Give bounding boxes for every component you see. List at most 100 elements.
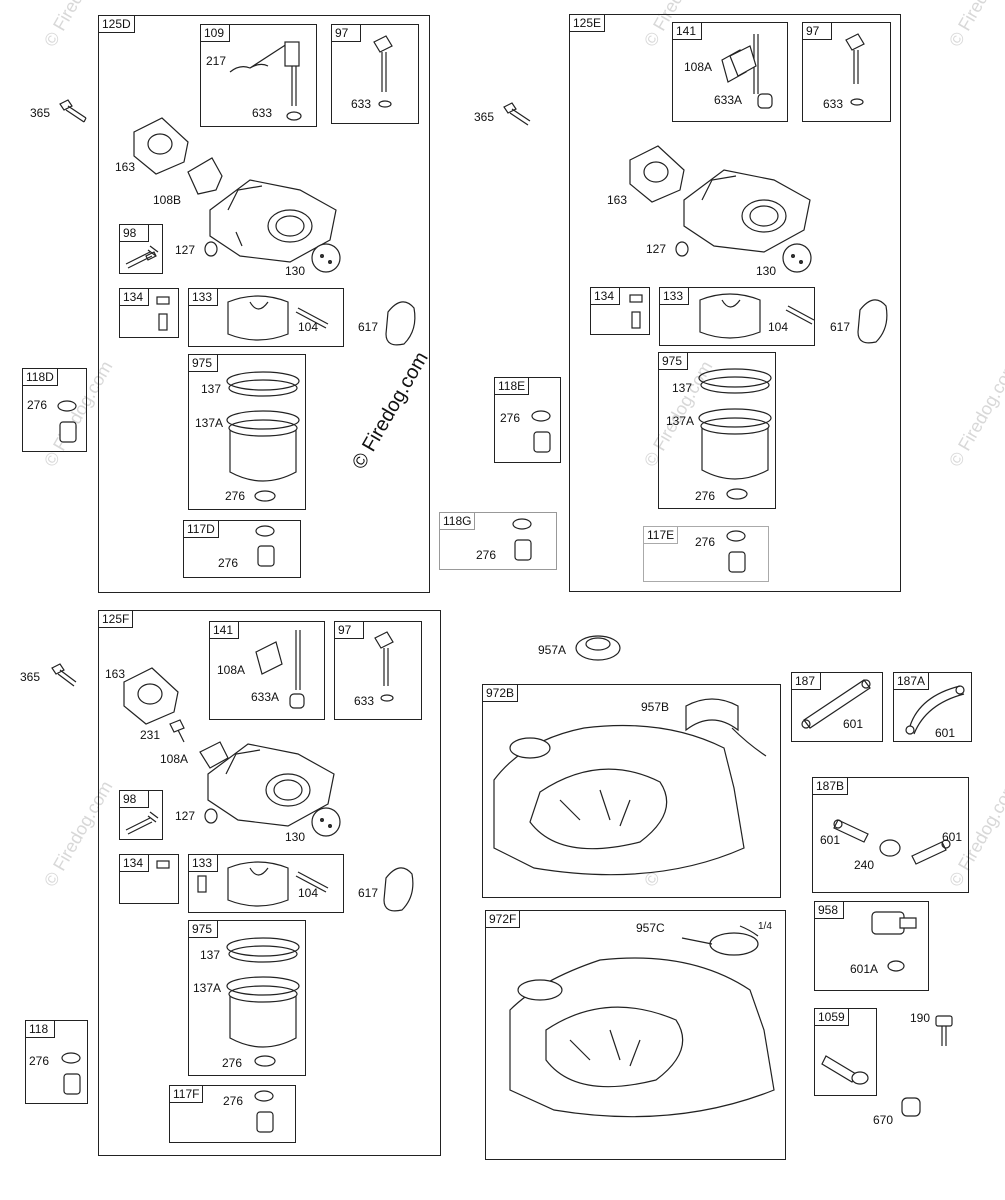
group-1059: 1059 [814,1008,877,1096]
group-label: 98 [119,224,149,242]
throttle-shaft-icon [373,35,393,108]
part-label: 108B [153,193,182,207]
bowl-nut-icon [57,400,77,443]
group-label: 117E [643,526,679,544]
shutoff-valve-icon [871,911,917,972]
group-label: 187B [812,777,849,795]
part-label: 276 [695,535,716,549]
part-label: 108A [684,60,713,74]
group-118D: 118D [22,368,87,452]
screw-365-icon [503,102,531,126]
throttle-plate-icon [311,807,341,837]
screw-icon [169,719,185,743]
carburetor-icon [683,169,811,253]
part-label: 104 [768,320,789,334]
part-label: 633A [714,93,743,107]
part-label: 130 [285,830,306,844]
group-label: 187A [893,672,930,690]
float-bowl-icon [226,371,300,502]
group-975: 975 [188,920,306,1076]
group-118E: 118E [494,377,561,463]
group-label: 125D [98,15,135,33]
group-label: 141 [209,621,239,639]
group-134: 134 [119,288,179,338]
group-975: 975 [658,352,776,509]
float-pin-icon [295,307,329,329]
group-label: 975 [658,352,688,370]
part-label: 104 [298,886,319,900]
part-label: 957C [636,921,665,935]
group-label: 125E [569,14,606,32]
group-117E: 117E [643,526,769,582]
part-label: 276 [500,411,521,425]
group-label: 118D [22,368,58,386]
group-117F: 117F [169,1085,296,1143]
float-icon [227,295,289,341]
group-134: 134 [119,854,179,904]
part-label: 601 [935,726,956,740]
group-98: 98 [119,790,163,840]
group-141: 141 [672,22,788,122]
bowl-gasket-icon [385,301,416,346]
part-label: 240 [854,858,875,872]
group-972F: 972F [485,910,786,1160]
part-label: 617 [358,320,379,334]
screw-365-icon [59,99,87,123]
group-label: 117F [169,1085,204,1103]
part-label: 127 [175,243,196,257]
part-label: 365 [20,670,41,684]
group-label: 97 [334,621,364,639]
float-pin-icon [295,871,329,893]
group-125F: 125F [98,610,441,1156]
fuel-cap-icon [575,635,621,661]
part-label: 108A [217,663,246,677]
part-label: 617 [830,320,851,334]
part-label: 365 [474,110,495,124]
float-pin-icon [785,305,815,325]
group-133: 133 [659,287,815,346]
part-label: 137 [201,382,222,396]
group-label: 972B [482,684,519,702]
group-975: 975 [188,354,306,510]
group-97: 97 [334,621,422,720]
part-label: 276 [223,1094,244,1108]
carburetor-icon [207,743,335,827]
group-label: 98 [119,790,149,808]
throttle-shaft-icon [374,631,394,702]
bowl-gasket-icon [383,867,414,912]
bowl-nut-icon [726,530,746,573]
group-187B: 187B [812,777,969,893]
fuel-line-icon [801,679,871,729]
group-label: 134 [590,287,620,305]
group-label: 975 [188,354,218,372]
part-label: 104 [298,320,319,334]
gasket-icon [629,145,685,203]
group-label: 141 [672,22,702,40]
throttle-plate-icon [782,243,812,273]
needle-valve-icon [629,294,643,329]
group-label: 109 [200,24,230,42]
bowl-nut-icon [255,525,275,567]
part-label: 130 [756,264,777,278]
gasket-icon [133,117,189,175]
group-label: 97 [802,22,832,40]
group-label: 118G [439,512,476,530]
group-97: 97 [802,22,891,122]
needle-valve-icon [156,860,207,893]
fuel-line-icon [905,685,965,735]
part-label: 276 [695,489,716,503]
group-134: 134 [590,287,650,335]
plate-icon [729,45,757,77]
group-133: 133 [188,854,344,913]
group-117D: 117D [183,520,301,578]
group-141: 141 [209,621,325,720]
group-118: 118 [25,1020,88,1104]
part-label: 276 [218,556,239,570]
throttle-shaft-icon [845,33,865,106]
o-ring-icon [204,808,218,824]
screw-icon [935,1015,953,1046]
part-label: 365 [30,106,51,120]
part-label: 633 [823,97,844,111]
